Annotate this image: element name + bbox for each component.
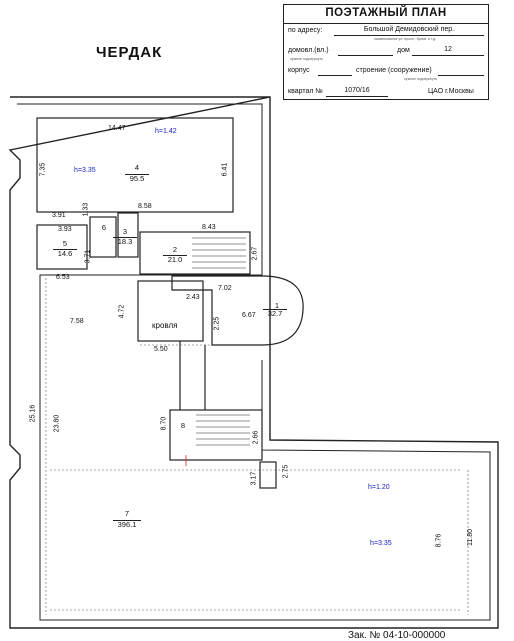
dim-23-80: 23.80 <box>53 414 61 433</box>
dim-2-75: 2.75 <box>282 464 290 479</box>
room-6-outline <box>89 216 117 258</box>
dim-6-41: 6.41 <box>221 162 229 177</box>
dim-3-93: 3.93 <box>58 226 72 233</box>
shaft-outline <box>259 461 277 489</box>
title-stamp: ПОЭТАЖНЫЙ ПЛАН по адресу: Большой Демидо… <box>283 4 489 100</box>
room-4-area: 95.5 <box>125 174 149 183</box>
dim-1-33: 1.33 <box>82 202 90 217</box>
dim-5-50: 5.50 <box>154 346 168 353</box>
korpus-label: корпус <box>288 67 310 74</box>
dim-25-16: 25.16 <box>29 404 37 423</box>
structure-value <box>438 66 484 76</box>
height-label-room-4: h=1.42 <box>155 128 177 135</box>
room-8-number: 8 <box>180 421 186 430</box>
address-hint: наименование ул. просп., бульв. и т.д. <box>374 37 437 41</box>
dim-8-70: 8.70 <box>160 416 168 431</box>
room-7-number: 7 <box>124 509 130 518</box>
height-label-room-4-low: h=3.35 <box>74 167 96 174</box>
room-3-outline <box>117 212 139 258</box>
height-label-room-7: h=3.35 <box>370 540 392 547</box>
stamp-address-row: по адресу: Большой Демидовский пер. <box>288 26 484 36</box>
stamp-title: ПОЭТАЖНЫЙ ПЛАН <box>325 7 447 19</box>
dim-7-35: 7.35 <box>39 162 47 177</box>
dim-3-71: 3.71 <box>84 249 92 264</box>
outer-walls <box>8 96 499 629</box>
dim-8-76: 8.76 <box>435 533 443 548</box>
outer-outline <box>8 96 499 629</box>
room-3-area: 18.3 <box>113 237 137 246</box>
room-6-number: 6 <box>101 223 107 232</box>
room-4-outline <box>36 117 234 213</box>
dim-7-02: 7.02 <box>218 285 232 292</box>
dim-6-67: 6.67 <box>242 312 256 319</box>
dim-7-58: 7.58 <box>70 318 84 325</box>
block-label: квартал № <box>288 88 323 95</box>
room-5-number: 5 <box>62 239 68 248</box>
structure-label: строение (сооружение) <box>356 67 432 74</box>
roof-outline <box>137 280 204 342</box>
room-1-number: 1 <box>274 301 280 310</box>
room-2-outline <box>139 231 251 275</box>
dim-6-53: 6.53 <box>56 274 70 281</box>
dim-8-43: 8.43 <box>202 224 216 231</box>
dim-14-47: 14.47 <box>108 125 126 132</box>
dim-2-66: 2.66 <box>252 430 260 445</box>
stamp-korpus-row: корпус строение (сооружение) <box>288 67 484 76</box>
district-value: ЦАО г.Москвы <box>428 88 474 95</box>
dim-2-25: 2.25 <box>213 316 221 331</box>
dimension-lines <box>45 278 469 615</box>
stamp-building-row: домовл.(вл.) дом 12 <box>288 46 484 56</box>
stamp-divider <box>284 23 488 24</box>
room-4-number: 4 <box>134 163 140 172</box>
stamp-block-row: квартал № 1070/16 ЦАО г.Москвы <box>288 87 474 97</box>
dim-8-58: 8.58 <box>138 203 152 210</box>
room-1-outline <box>171 275 304 346</box>
stairs <box>192 237 250 446</box>
dim-11-80: 11.80 <box>467 529 474 546</box>
dim-2-43: 2.43 <box>186 294 200 301</box>
building-hint: нужное подчеркнуть <box>290 57 324 61</box>
interior-walls <box>36 117 304 489</box>
korpus-value <box>318 66 352 76</box>
dim-2-67: 2.67 <box>251 246 259 261</box>
block-value: 1070/16 <box>326 87 388 97</box>
dim-4-72: 4.72 <box>118 304 126 319</box>
address-label: по адресу: <box>288 27 323 34</box>
building-value <box>338 46 393 56</box>
roof-label: кровля <box>152 321 178 330</box>
room-7-area: 396.1 <box>113 520 141 529</box>
dim-3-91: 3.91 <box>52 212 66 219</box>
room-3-number: 3 <box>122 227 128 236</box>
address-value: Большой Демидовский пер. <box>334 26 484 36</box>
room-5-outline <box>36 224 88 270</box>
order-number: Зак. № 04-10-000000 <box>348 630 446 641</box>
height-label-room-7-low: h=1.20 <box>368 484 390 491</box>
room-5-area: 14.6 <box>53 249 77 258</box>
room-2-number: 2 <box>172 245 178 254</box>
room-2-area: 21.0 <box>163 255 187 264</box>
sheet-title: ЧЕРДАК <box>96 44 163 61</box>
room-1-area: 32.7 <box>263 309 287 318</box>
room-8-outline <box>169 409 263 461</box>
building-label: домовл.(вл.) <box>288 47 329 54</box>
structure-hint: нужное подчеркнуть <box>404 77 438 81</box>
dim-3-17: 3.17 <box>250 471 258 486</box>
house-value: 12 <box>412 46 484 56</box>
house-label: дом <box>397 47 410 54</box>
